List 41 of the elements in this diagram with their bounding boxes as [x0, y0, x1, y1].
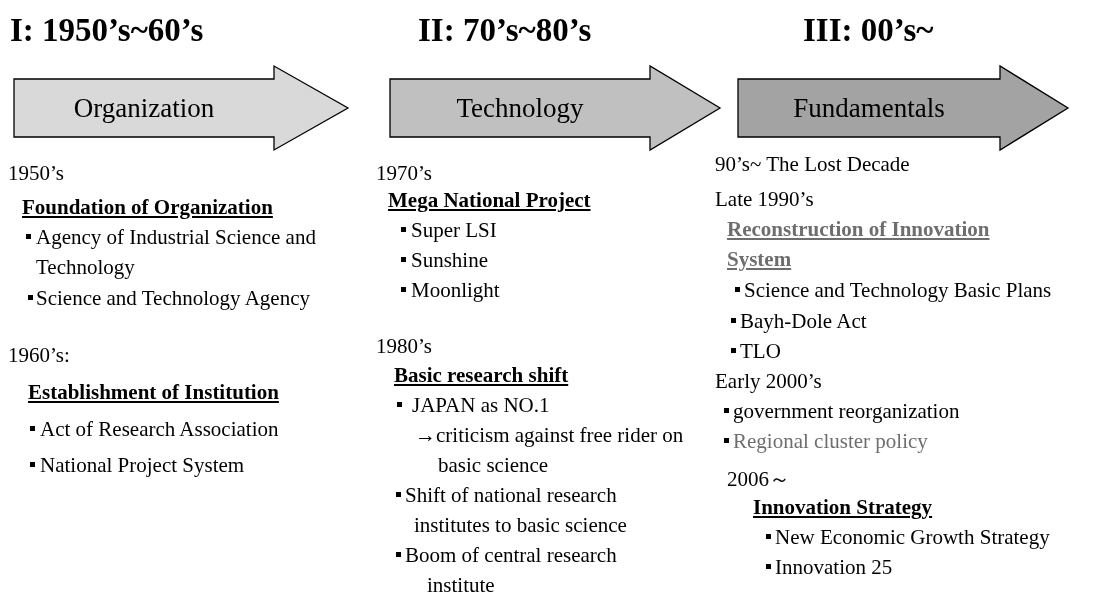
list-item: Innovation 25 — [775, 554, 893, 581]
arrow-shape — [738, 66, 1068, 150]
period-heading: III: 00’s~ — [803, 12, 934, 49]
period-label: Early 2000’s — [715, 368, 822, 395]
period-label: 2006～ — [727, 466, 790, 493]
section-heading: Establishment of Institution — [28, 379, 279, 406]
list-item: government reorganization — [733, 398, 960, 425]
period-heading: II: 70’s~80’s — [418, 12, 592, 49]
period-heading: I: 1950’s~60’s — [10, 12, 204, 49]
arrow-label: Technology — [455, 92, 585, 125]
list-item: New Economic Growth Strategy — [775, 524, 1050, 551]
list-item: Agency of Industrial Science and Technology — [36, 224, 317, 281]
section-heading: Reconstruction of Innovation System — [727, 216, 991, 273]
period-label: 1950’s — [8, 160, 64, 187]
period-label: 1980’s — [376, 333, 432, 360]
list-item: Boom of central research institute — [405, 542, 618, 596]
section-heading: Basic research shift — [394, 362, 569, 389]
period-label: 1970’s — [376, 160, 432, 187]
arrow-shape — [390, 66, 720, 150]
period-label: 1960’s: — [8, 342, 70, 369]
arrow-shape — [14, 66, 348, 150]
list-item: Super LSI — [411, 217, 497, 244]
list-item: Science and Technology Agency — [36, 285, 310, 312]
list-item: TLO — [740, 338, 781, 365]
list-item: Shift of national research institutes to basic science — [405, 482, 628, 539]
list-item: National Project System — [40, 452, 245, 479]
list-item: Moonlight — [411, 277, 500, 304]
arrow-label: Organization — [72, 92, 216, 125]
list-item: Act of Research Association — [40, 416, 279, 443]
section-heading: Mega National Project — [388, 187, 591, 214]
period-label: Late 1990’s — [715, 186, 814, 213]
list-item: Sunshine — [411, 247, 488, 274]
arrow-label: Fundamentals — [792, 92, 946, 125]
list-item: Science and Technology Basic Plans — [744, 277, 1052, 304]
list-item: Bayh-Dole Act — [740, 308, 867, 335]
list-item: Regional cluster policy — [733, 428, 928, 455]
list-item: JAPAN as NO.1 — [412, 392, 550, 419]
section-heading: Foundation of Organization — [22, 194, 273, 221]
period-label: →criticism against free rider on basic science — [415, 422, 685, 479]
section-heading: Innovation Strategy — [753, 494, 933, 521]
period-label: 90’s~ The Lost Decade — [715, 151, 910, 178]
